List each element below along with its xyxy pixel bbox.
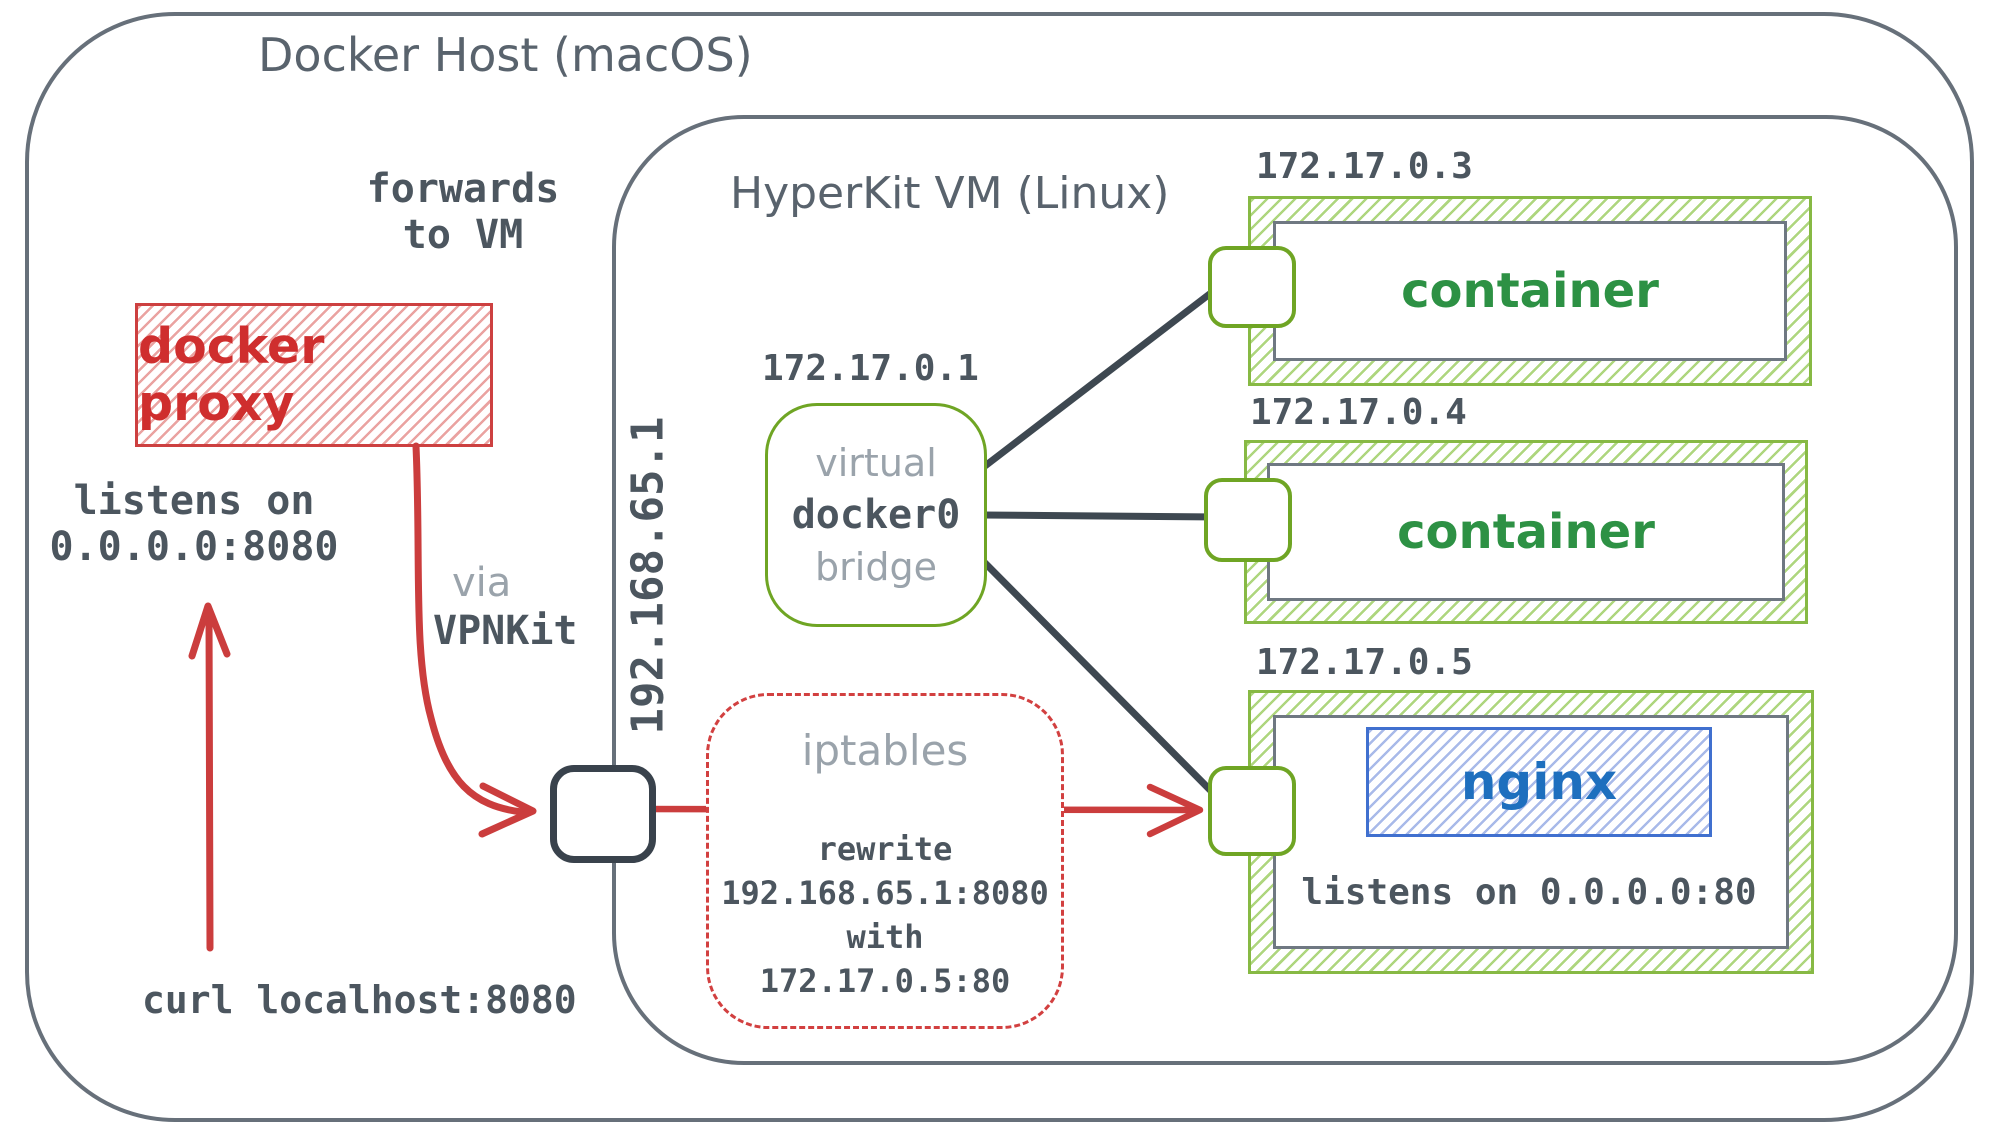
container3-ip-label: 172.17.0.5 [1256,642,1473,683]
bridge-line-docker0: docker0 [791,492,961,538]
hyperkit-vm-box [612,115,1958,1065]
forwards-line2: to VM [402,212,524,258]
iptables-with-line: with [846,918,924,956]
iptables-box: iptables rewrite 192.168.65.1:8080 with … [706,693,1064,1029]
container2-label: container [1397,504,1655,560]
bridge-line-bridge: bridge [815,545,937,589]
bridge-line-virtual: virtual [815,441,937,485]
container1-ip-label: 172.17.0.3 [1256,146,1473,187]
nginx-label: nginx [1460,753,1618,811]
proxy-listens-line2: 0.0.0.0:8080 [49,524,339,570]
container2-veth-node [1204,478,1292,562]
vm-edge-port-node [550,765,656,863]
vpnkit-via-label: via [452,560,512,606]
iptables-dst-line: 172.17.0.5:80 [759,962,1011,1000]
docker-host-title: Docker Host (macOS) [258,28,753,82]
nginx-listens-note: listens on 0.0.0.0:80 [1301,872,1757,913]
iptables-src-line: 192.168.65.1:8080 [721,874,1049,912]
bridge-links [978,279,1228,806]
container1-label: container [1401,263,1659,319]
proxy-listens-note: listens on 0.0.0.0:8080 [28,478,360,570]
arrow-curl-to-proxy [188,602,231,952]
docker0-bridge-box: virtual docker0 bridge [765,403,987,627]
container2-inner: container [1267,463,1785,601]
nginx-box: nginx [1366,727,1712,837]
container1-box: container [1248,196,1812,386]
bridge-ip-label: 172.17.0.1 [762,348,979,389]
docker-proxy-label: docker proxy [138,318,325,432]
iptables-title: iptables [801,726,969,775]
curve-proxy-to-vm-node [412,442,537,838]
container2-box: container [1244,440,1808,624]
hyperkit-vm-title: HyperKit VM (Linux) [730,168,1170,219]
iptables-rewrite-line: rewrite [817,830,953,868]
forwards-to-vm-note: forwards to VM [330,166,596,258]
link-bridge-container2 [978,511,1224,521]
container3-veth-node [1208,766,1296,856]
link-bridge-container1 [981,279,1228,470]
docker-host-box [25,12,1974,1122]
container1-veth-node [1208,246,1296,328]
link-bridge-container3 [980,558,1226,806]
container1-inner: container [1273,221,1787,361]
docker-proxy-box: docker proxy [135,303,493,447]
forwards-line1: forwards [366,166,560,212]
container2-ip-label: 172.17.0.4 [1250,392,1467,433]
vpnkit-name-label: VPNKit [433,608,578,654]
proxy-listens-line1: listens on [73,478,315,524]
curl-command: curl localhost:8080 [142,978,577,1022]
